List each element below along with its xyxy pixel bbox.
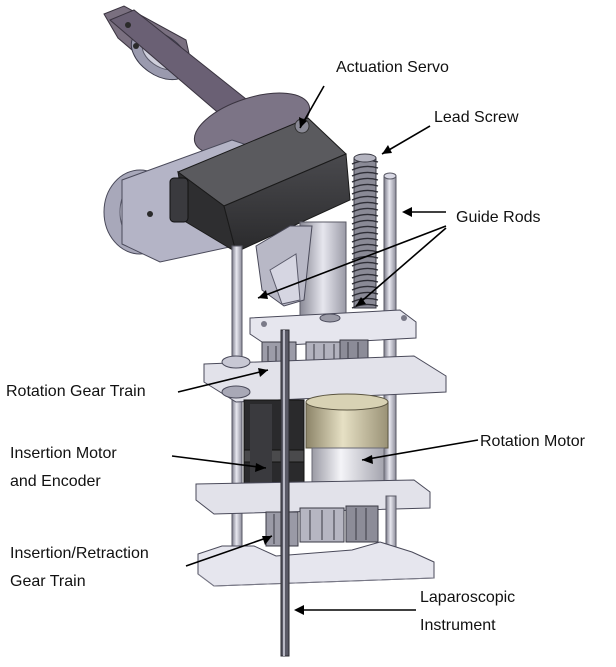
label-insertion-motor-line2: and Encoder	[10, 473, 101, 490]
leader-lines	[171, 85, 479, 615]
label-actuation-servo: Actuation Servo	[336, 59, 449, 76]
leader-insertion-motor	[171, 455, 267, 469]
base-plate	[197, 541, 435, 587]
lead-screw-shape	[351, 153, 379, 309]
label-insertion-motor-line1: Insertion Motor	[10, 445, 117, 462]
label-laparoscopic-line2: Instrument	[420, 617, 496, 634]
label-lead-screw: Lead Screw	[434, 109, 519, 126]
top-plate	[249, 309, 417, 347]
insertion-motor-shape	[243, 399, 305, 497]
label-insertion-retraction-line2: Gear Train	[10, 573, 86, 590]
horn-bracket	[255, 221, 347, 323]
leader-guide-rods-3	[355, 227, 447, 307]
leader-insertion-gear-train	[185, 535, 273, 567]
leader-guide-rods-2	[257, 225, 447, 299]
actuation-servo-shape	[169, 117, 351, 254]
label-insertion-retraction-line1: Insertion/Retraction	[10, 545, 149, 562]
label-guide-rods: Guide Rods	[456, 209, 541, 226]
middle-plate	[203, 355, 447, 403]
laparoscopic-shaft	[280, 329, 290, 657]
label-laparoscopic-line1: Laparoscopic	[420, 589, 516, 606]
label-rotation-motor: Rotation Motor	[480, 433, 585, 450]
label-rotation-gear-train: Rotation Gear Train	[6, 383, 146, 400]
upper-arm-linkage	[103, 5, 311, 156]
leader-rotation-gear-train	[177, 369, 269, 393]
leader-rotation-motor	[361, 439, 479, 461]
